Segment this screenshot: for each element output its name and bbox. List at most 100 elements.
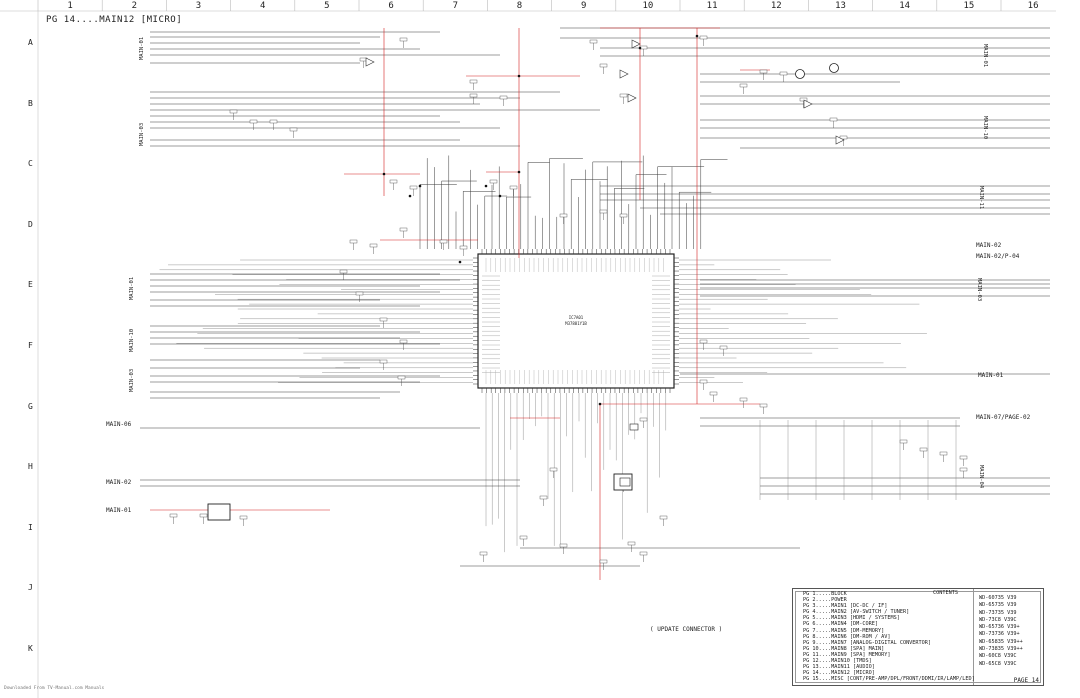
model-entry: WD-73C8 V39C <box>979 616 1017 623</box>
passive-component <box>739 83 748 88</box>
contents-separator <box>973 589 974 685</box>
contents-entry: PG 5.....MAIN3 [HDMI / SYSTEMS] <box>803 615 900 622</box>
column-number: 15 <box>963 1 975 11</box>
column-number: 7 <box>452 1 458 11</box>
passive-component <box>169 513 178 518</box>
contents-entry: PG 2.....POWER <box>803 597 847 604</box>
update-connector-label: ( UPDATE CONNECTOR ) <box>650 626 723 633</box>
model-entry: WD-73735 V39 <box>979 609 1017 616</box>
column-number: 3 <box>195 1 202 11</box>
row-letter: A <box>28 38 33 47</box>
connector-label: MAIN-02/P-04 <box>976 253 1020 260</box>
mcu-part: M37881Y1B <box>565 321 587 326</box>
column-number: 1 <box>67 1 73 11</box>
row-letter: I <box>28 522 33 532</box>
connector-label: MAIN-01 <box>982 44 988 68</box>
buffer-symbol <box>619 69 629 79</box>
connector-label: MAIN-01 <box>978 372 1004 379</box>
passive-component <box>619 93 628 98</box>
mcu-ref: IC7A01 <box>569 315 584 320</box>
contents-header: CONTENTS <box>933 590 958 596</box>
passive-component <box>699 35 708 40</box>
junction-dot <box>638 46 642 50</box>
passive-component <box>759 403 768 408</box>
column-number: 11 <box>706 1 718 11</box>
transistor-symbol <box>795 69 805 79</box>
connector-label: MAIN-03 <box>129 368 135 392</box>
column-number: 4 <box>259 1 266 11</box>
passive-component <box>559 213 568 218</box>
passive-component <box>199 513 208 518</box>
passive-component <box>269 119 278 124</box>
passive-component <box>379 359 388 364</box>
passive-component <box>939 451 948 456</box>
connector-label: MAIN-10 <box>129 328 135 352</box>
junction-dot <box>382 172 386 176</box>
passive-component <box>959 467 968 472</box>
passive-component <box>469 93 478 98</box>
passive-component <box>959 455 968 460</box>
passive-component <box>759 69 768 74</box>
passive-component <box>289 127 298 132</box>
connector-label: MAIN-06 <box>106 421 132 428</box>
connector-label: MAIN-07/PAGE-02 <box>976 414 1031 421</box>
connector-label: MAIN-01 <box>106 507 132 514</box>
connector-label: MAIN-02 <box>976 242 1002 249</box>
contents-entry: PG 12....MAIN10 [TMDS] <box>803 658 872 665</box>
junction-dot <box>695 34 699 38</box>
passive-component <box>599 209 608 214</box>
mcu-chip <box>477 253 675 389</box>
passive-component <box>559 543 568 548</box>
passive-component <box>519 535 528 540</box>
column-number: 6 <box>388 1 394 11</box>
download-link[interactable]: Downloaded From TV-Manual.com Manuals <box>4 686 105 691</box>
passive-component <box>799 97 808 102</box>
passive-component <box>699 379 708 384</box>
model-entry: WD-65835 V39++ <box>979 638 1023 645</box>
buffer-symbol <box>835 135 845 145</box>
buffer-symbol <box>631 39 641 49</box>
connector-label: MAIN-11 <box>978 186 984 210</box>
contents-entry: PG 14....MAIN12 [MICRO] <box>803 670 875 677</box>
row-letter: J <box>28 583 33 593</box>
transistor-symbol <box>829 63 839 73</box>
passive-component <box>355 291 364 296</box>
passive-component <box>249 119 258 124</box>
page-number: PAGE 14 <box>1013 676 1039 684</box>
junction-dot <box>458 260 462 264</box>
passive-component <box>349 239 358 244</box>
passive-component <box>499 95 508 100</box>
passive-component <box>459 245 468 250</box>
passive-component <box>639 417 648 422</box>
passive-component <box>699 339 708 344</box>
contents-entry: PG 13....MAIN11 [AUDIO] <box>803 664 875 671</box>
column-number: 2 <box>131 1 137 11</box>
passive-component <box>389 179 398 184</box>
junction-dot <box>498 194 502 198</box>
model-entry: WD-65735 V39 <box>979 602 1017 609</box>
column-number: 12 <box>770 1 782 11</box>
passive-component <box>229 109 238 114</box>
junction-dot <box>418 184 422 188</box>
row-letter: C <box>28 159 33 169</box>
passive-component <box>549 467 558 472</box>
row-letter: E <box>28 280 33 290</box>
model-entry: WD-60C8 V39C <box>979 653 1017 660</box>
passive-component <box>239 515 248 520</box>
junction-dot <box>517 74 521 78</box>
crystal <box>629 423 639 431</box>
column-number: 14 <box>899 1 911 11</box>
page-title: PG 14....MAIN12 [MICRO] <box>46 15 183 25</box>
passive-component <box>539 495 548 500</box>
connector-label: MAIN-04 <box>978 465 984 489</box>
passive-component <box>739 397 748 402</box>
contents-entry: PG 8.....MAIN6 [DM-ROM / AV] <box>803 633 891 640</box>
buffer-symbol <box>627 93 637 103</box>
row-letter: D <box>28 219 33 229</box>
junction-dot <box>408 194 412 198</box>
passive-component <box>709 391 718 396</box>
